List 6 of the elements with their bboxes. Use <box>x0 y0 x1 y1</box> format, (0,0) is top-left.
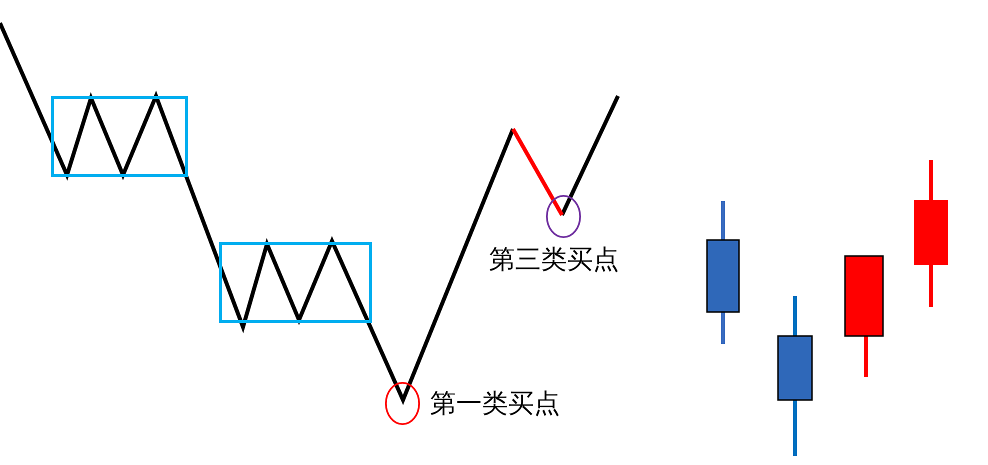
circle-marker <box>385 382 420 425</box>
circle-marker <box>546 195 581 238</box>
highlight-box <box>219 242 372 323</box>
highlight-box <box>51 96 188 177</box>
point-label: 第三类买点 <box>489 247 619 273</box>
point-label: 第一类买点 <box>430 391 560 417</box>
